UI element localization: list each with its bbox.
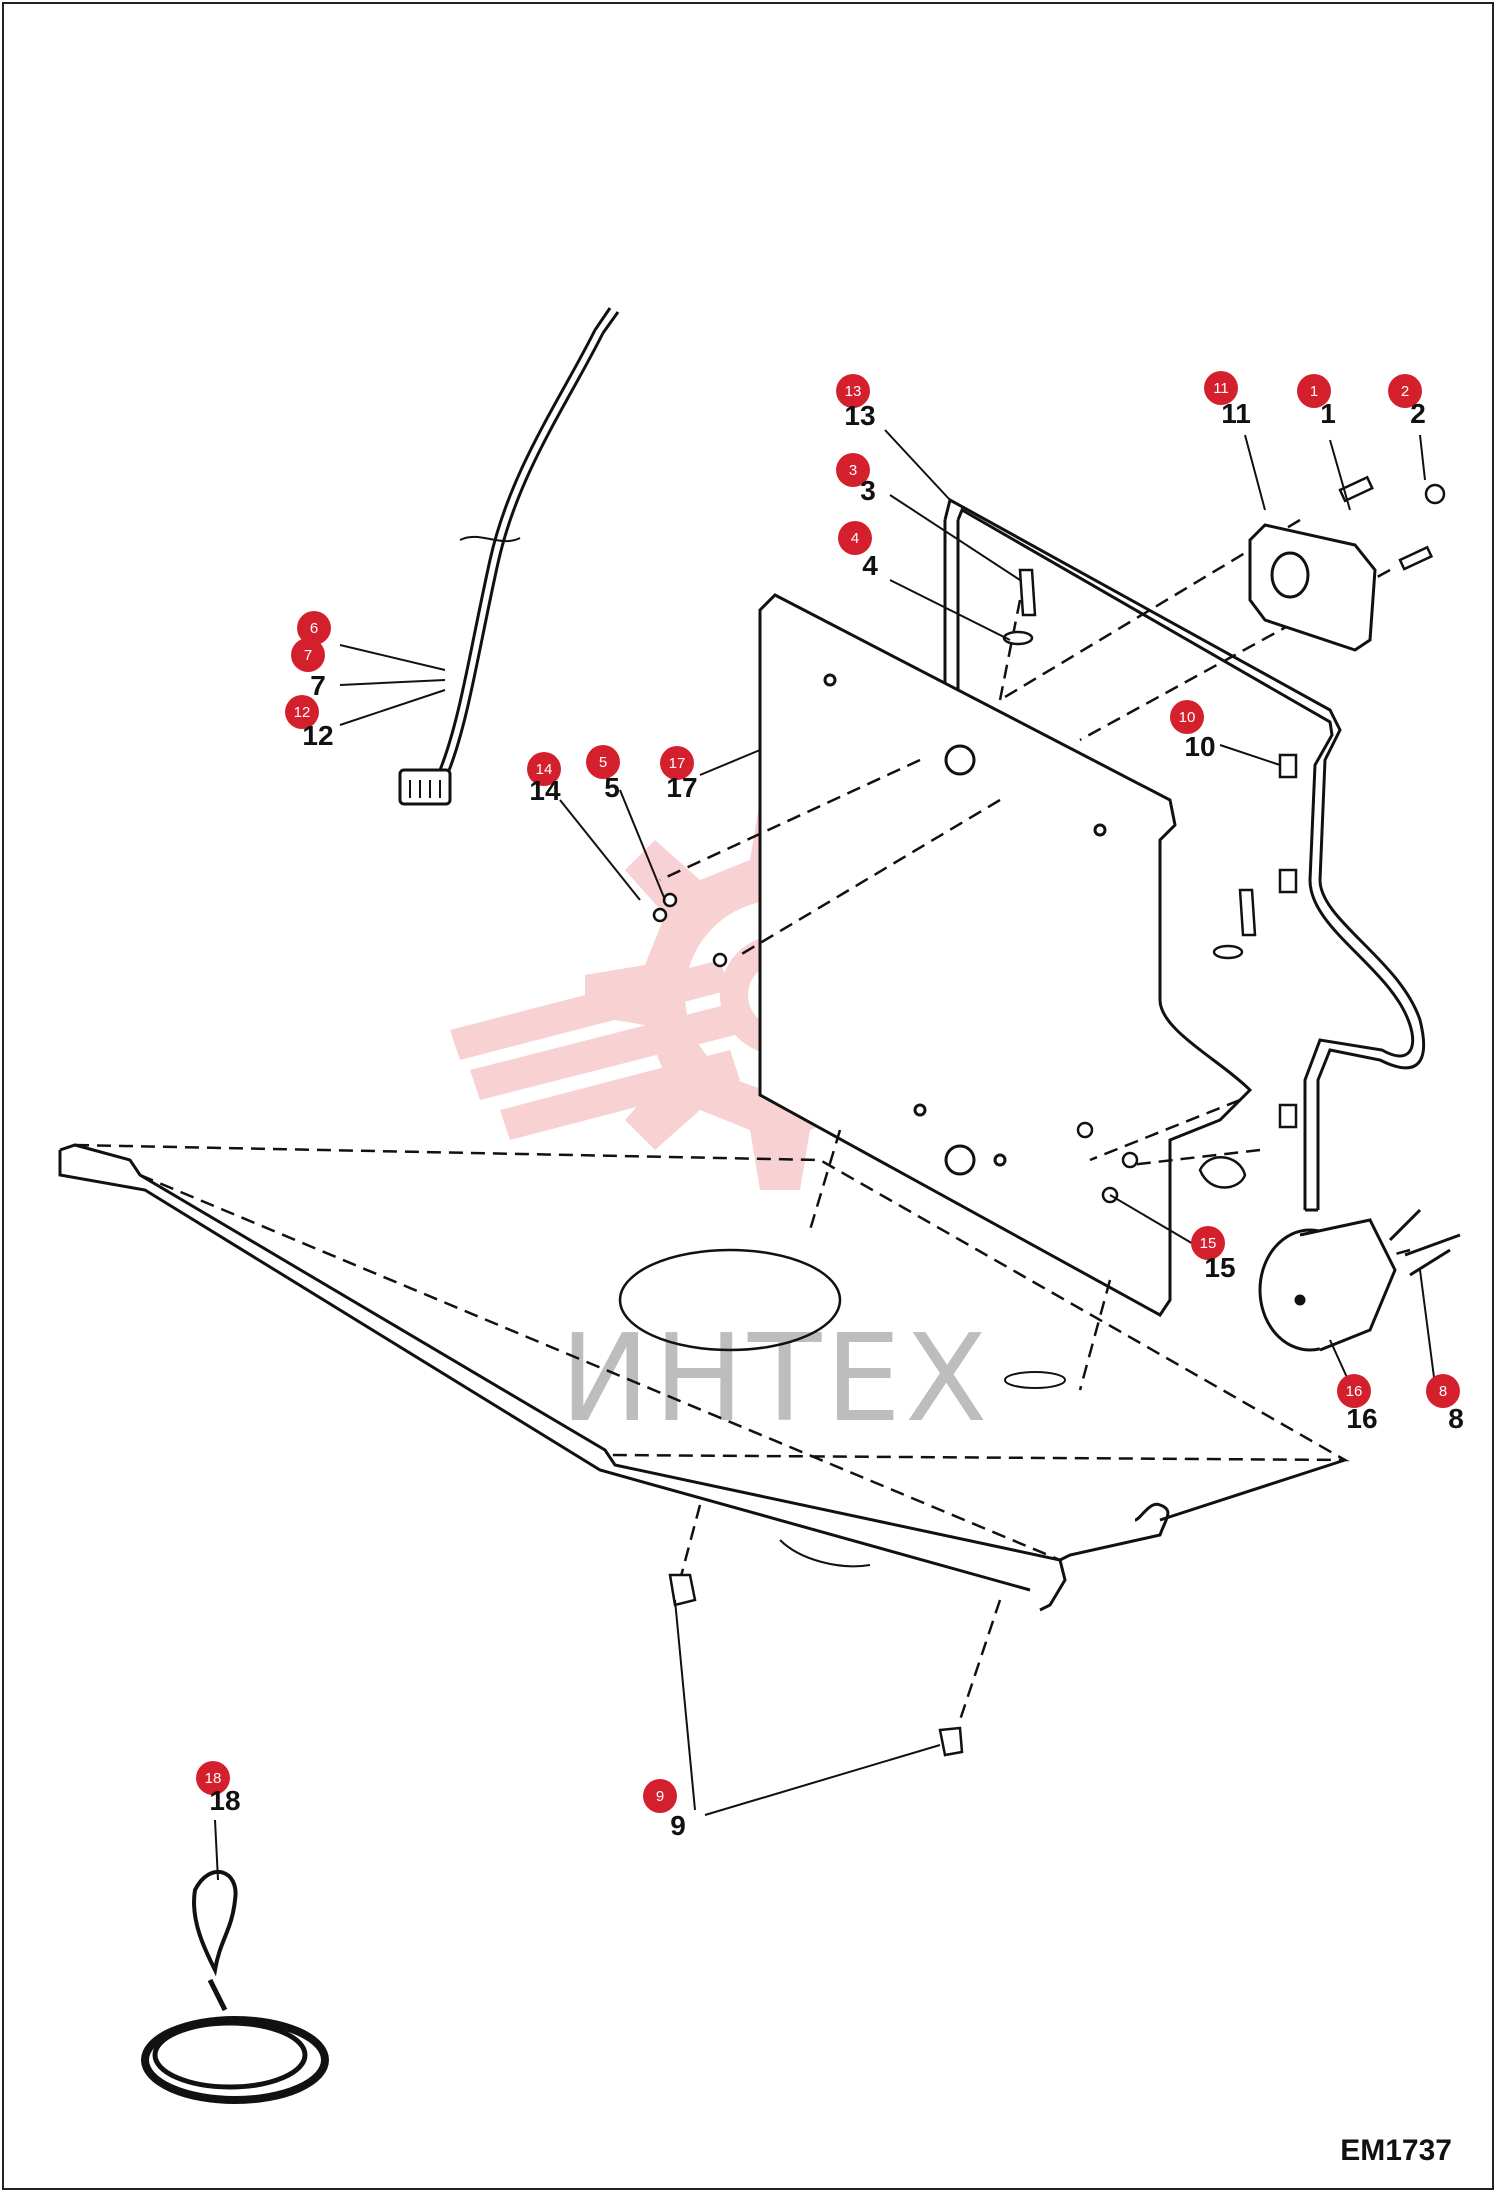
part-label-11[interactable]: 11 11 [1204,371,1251,429]
svg-text:4: 4 [851,530,859,547]
part-label-1[interactable]: 1 1 [1297,374,1336,429]
svg-text:2: 2 [1401,383,1409,400]
svg-text:5: 5 [604,772,620,803]
svg-text:10: 10 [1179,709,1196,726]
svg-text:10: 10 [1184,731,1215,762]
svg-text:16: 16 [1346,1403,1377,1434]
assembly-lines [74,518,1411,1721]
svg-text:12: 12 [302,720,333,751]
fasteners [652,475,1446,1757]
svg-text:13: 13 [845,383,862,400]
leader-lines [214,429,1436,1881]
svg-text:18: 18 [209,1785,240,1816]
svg-text:11: 11 [1221,398,1251,429]
part-label-5[interactable]: 5 5 [586,745,620,803]
svg-text:17: 17 [666,772,697,803]
svg-text:8: 8 [1448,1403,1464,1434]
drawing-code: EM1737 [1340,2134,1452,2167]
part-label-3[interactable]: 3 3 [836,453,876,506]
svg-text:3: 3 [860,475,876,506]
part-label-8[interactable]: 8 8 [1426,1374,1464,1434]
coiled-cable [141,1869,329,2104]
svg-text:9: 9 [656,1788,664,1805]
svg-text:15: 15 [1200,1235,1217,1252]
base-plate [58,1143,1346,1612]
svg-text:17: 17 [669,755,686,772]
frame-tube [943,497,1426,1212]
svg-text:8: 8 [1439,1383,1447,1400]
part-label-13[interactable]: 13 13 [836,374,876,431]
part-label-16[interactable]: 16 16 [1337,1374,1378,1434]
part-label-12[interactable]: 12 12 [285,695,334,751]
svg-text:7: 7 [310,670,326,701]
svg-text:3: 3 [849,462,857,479]
svg-text:16: 16 [1346,1383,1363,1400]
svg-text:13: 13 [844,400,875,431]
svg-text:2: 2 [1410,398,1426,429]
svg-text:1: 1 [1310,383,1318,400]
wire-harness [398,307,620,806]
svg-text:6: 6 [310,620,318,637]
part-label-14[interactable]: 14 14 [527,752,561,806]
part-label-4[interactable]: 4 4 [838,521,878,581]
watermark-text: ИНТЕХ [560,1310,991,1449]
svg-text:7: 7 [304,647,312,664]
motor-assembly [1258,1208,1461,1352]
part-label-15[interactable]: 15 15 [1191,1226,1236,1283]
part-label-7[interactable]: 7 7 [291,638,326,701]
svg-text:18: 18 [205,1770,222,1787]
svg-text:15: 15 [1204,1252,1235,1283]
svg-text:12: 12 [294,704,311,721]
part-label-10[interactable]: 10 10 [1170,700,1216,762]
part-label-2[interactable]: 2 2 [1388,374,1426,429]
svg-text:14: 14 [536,761,553,778]
part-label-18[interactable]: 18 18 [196,1761,241,1816]
part-label-9[interactable]: 9 9 [643,1779,686,1841]
part-label-6[interactable]: 6 [297,611,331,645]
svg-text:11: 11 [1213,380,1229,397]
svg-text:9: 9 [670,1810,686,1841]
part-label-17[interactable]: 17 17 [660,746,698,803]
svg-text:1: 1 [1320,398,1336,429]
svg-text:4: 4 [862,550,878,581]
mounting-plate [758,593,1253,1317]
svg-text:14: 14 [529,775,561,806]
svg-text:5: 5 [599,754,607,771]
light-assembly [1248,523,1377,652]
